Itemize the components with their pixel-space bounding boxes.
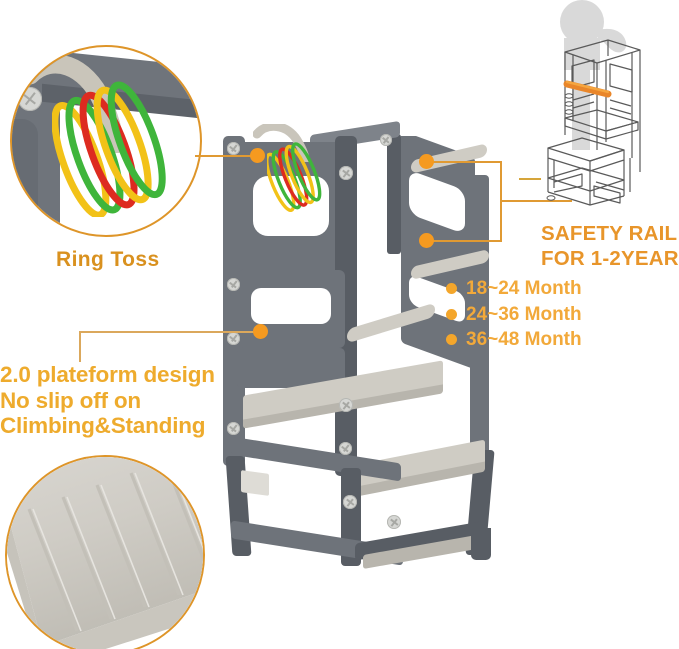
bullet-dot-icon (446, 283, 457, 295)
product-base-right-leg (471, 528, 491, 560)
safety-rail-title-line-1: SAFETY RAIL (541, 222, 678, 245)
platform-text-line-2: No slip off on (0, 387, 141, 413)
safety-rail-bracket-top (430, 161, 501, 163)
list-item: 24~36 Month (446, 302, 582, 328)
product-screw (227, 142, 240, 155)
safety-rail-callout-dot-lower (419, 233, 434, 248)
platform-text-line-1: 2.0 plateform design (0, 362, 215, 387)
bullet-dot-icon (446, 334, 457, 346)
safety-rail-title-line-2: FOR 1-2YEARS (541, 247, 679, 270)
product-ring-hook (252, 121, 311, 165)
platform-detail-circle (5, 455, 205, 649)
ring-toss-connector-line (195, 155, 261, 157)
product-front-window-mid (251, 288, 331, 324)
platform-connector-line-vertical (79, 331, 81, 362)
platform-connector-line-horizontal (79, 331, 259, 333)
product-base-label (241, 470, 269, 496)
product-screw (339, 166, 353, 180)
safety-rail-title: SAFETY RAIL FOR 1-2YEARS (541, 221, 679, 271)
product-screw (343, 495, 357, 509)
product-screw (380, 134, 392, 146)
safety-rail-highlight (563, 80, 612, 98)
age-range-list: 18~24 Month 24~36 Month 36~48 Month (446, 276, 582, 353)
age-range-label: 36~48 Month (466, 329, 582, 350)
product-back-right-post (387, 134, 401, 254)
product-screw (227, 332, 240, 345)
product-screw (227, 278, 240, 291)
safety-rail-bracket-stem (500, 200, 572, 202)
product-screw (339, 442, 352, 455)
product-toss-rings (265, 140, 325, 213)
line-drawing-tick (519, 178, 541, 180)
ring-toss-detail-circle (10, 45, 202, 237)
product-screw (387, 515, 401, 529)
ring-toss-callout-dot (250, 148, 265, 163)
product-screw (227, 422, 240, 435)
list-item: 36~48 Month (446, 327, 582, 353)
platform-feature-text: 2.0 plateform design No slip off on Clim… (0, 362, 215, 439)
safety-rail-bracket-bottom (430, 240, 501, 242)
list-item: 18~24 Month (446, 276, 582, 302)
platform-callout-dot (253, 324, 268, 339)
tower-line-drawing (520, 0, 670, 225)
product-right-front-post (470, 175, 489, 465)
platform-text-line-3: Climbing&Standing (0, 413, 206, 438)
age-range-label: 24~36 Month (466, 303, 582, 325)
ring-toss-label: Ring Toss (56, 248, 160, 271)
bullet-dot-icon (446, 308, 457, 320)
product-screw (339, 398, 353, 412)
safety-rail-callout-dot-upper (419, 154, 434, 169)
age-range-label: 18~24 Month (466, 278, 582, 299)
